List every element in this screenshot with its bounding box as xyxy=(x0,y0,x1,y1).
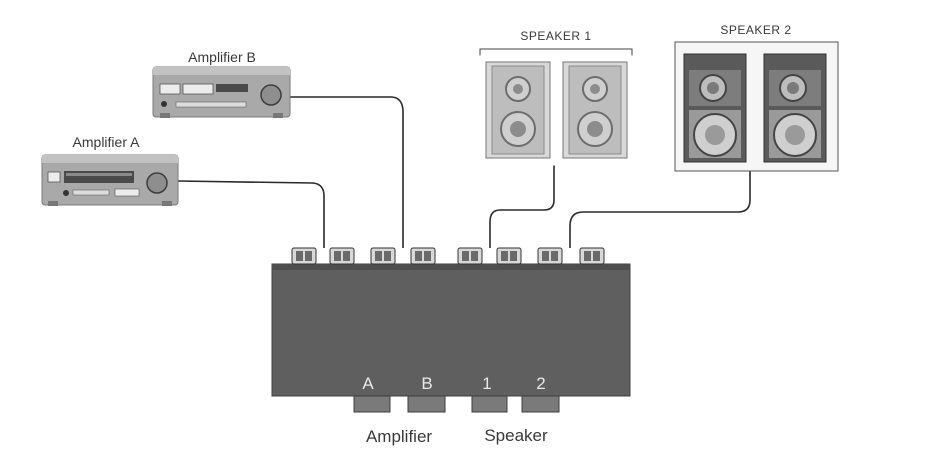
button-b-label: B xyxy=(421,374,432,393)
button-b[interactable] xyxy=(407,395,446,413)
button-2[interactable] xyxy=(521,395,560,413)
connector xyxy=(410,247,436,265)
connector xyxy=(496,247,522,265)
connector xyxy=(370,247,396,265)
speaker-2-right xyxy=(763,53,827,163)
speaker-2-label: SPEAKER 2 xyxy=(720,23,791,37)
connector xyxy=(329,247,355,265)
connector xyxy=(537,247,563,265)
connector xyxy=(457,247,483,265)
button-a-label: A xyxy=(362,374,374,393)
connector xyxy=(291,247,317,265)
knob-icon xyxy=(146,172,168,194)
speaker-1-label: SPEAKER 1 xyxy=(520,29,591,43)
button-1[interactable] xyxy=(471,395,508,413)
speaker-1: SPEAKER 1 xyxy=(479,29,633,166)
amplifier-b-label: Amplifier B xyxy=(188,49,256,65)
speaker-2-left xyxy=(683,53,747,163)
cable-amp-a xyxy=(177,180,325,248)
cable-speaker-2 xyxy=(569,171,751,248)
button-2-label: 2 xyxy=(536,374,545,393)
amplifier-b: Amplifier B xyxy=(152,49,291,118)
amplifier-a: Amplifier A xyxy=(41,134,179,206)
button-a[interactable] xyxy=(353,395,391,413)
amplifier-group-label: Amplifier xyxy=(366,427,432,446)
cable-speaker-1 xyxy=(489,165,555,248)
speaker-group-label: Speaker xyxy=(484,426,548,445)
connector xyxy=(579,247,605,265)
speaker-2: SPEAKER 2 xyxy=(674,23,839,172)
cable-amp-b xyxy=(290,96,404,248)
speaker-1-left xyxy=(485,61,551,159)
knob-icon xyxy=(260,84,282,106)
speaker-1-right xyxy=(562,61,628,159)
switch-box: A B 1 2 xyxy=(271,247,631,413)
switch-box-body xyxy=(271,263,631,397)
button-1-label: 1 xyxy=(482,374,491,393)
connector-row xyxy=(291,247,605,265)
amplifier-a-label: Amplifier A xyxy=(73,134,141,150)
